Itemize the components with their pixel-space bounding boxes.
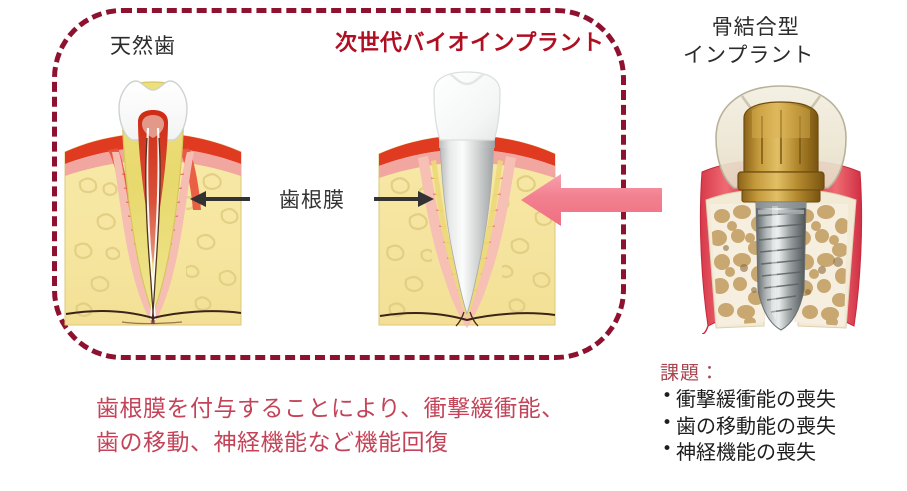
issue-item: 衝撃緩衝能の喪失 [660,385,900,413]
pdl-label-text: 歯根膜 [279,188,345,212]
issues-list: 衝撃緩衝能の喪失 歯の移動能の喪失 神経機能の喪失 [660,385,900,466]
periodontal-ligament-annotation: 歯根膜 [190,186,434,218]
issues-block: 課題： 衝撃緩衝能の喪失 歯の移動能の喪失 神経機能の喪失 [660,358,900,466]
benefit-statement-line2: 歯の移動、神経機能など機能回復 [96,430,449,457]
panel-title-conventional-implant: 骨結合型 インプラント [683,14,814,69]
natural-tooth-illustration [62,78,244,330]
panel-title-bio-implant: 次世代バイオインプラント [335,31,605,56]
conventional-title-line2: インプラント [683,43,815,68]
bio-implant-illustration [376,68,558,330]
conventional-implant-illustration [672,76,890,334]
benefit-statement: 歯根膜を付与することにより、衝撃緩衝能、 歯の移動、神経機能など機能回復 [96,392,565,460]
panel-title-natural-tooth: 天然歯 [110,34,176,58]
double-headed-arrow-icon [190,191,434,207]
conventional-title-line1: 骨結合型 [711,15,800,39]
transition-arrow-icon [521,174,662,226]
issue-item: 歯の移動能の喪失 [660,412,900,440]
issue-item: 神経機能の喪失 [660,438,900,466]
benefit-statement-line1: 歯根膜を付与することにより、衝撃緩衝能、 [96,396,565,422]
issues-title: 課題： [660,362,721,384]
